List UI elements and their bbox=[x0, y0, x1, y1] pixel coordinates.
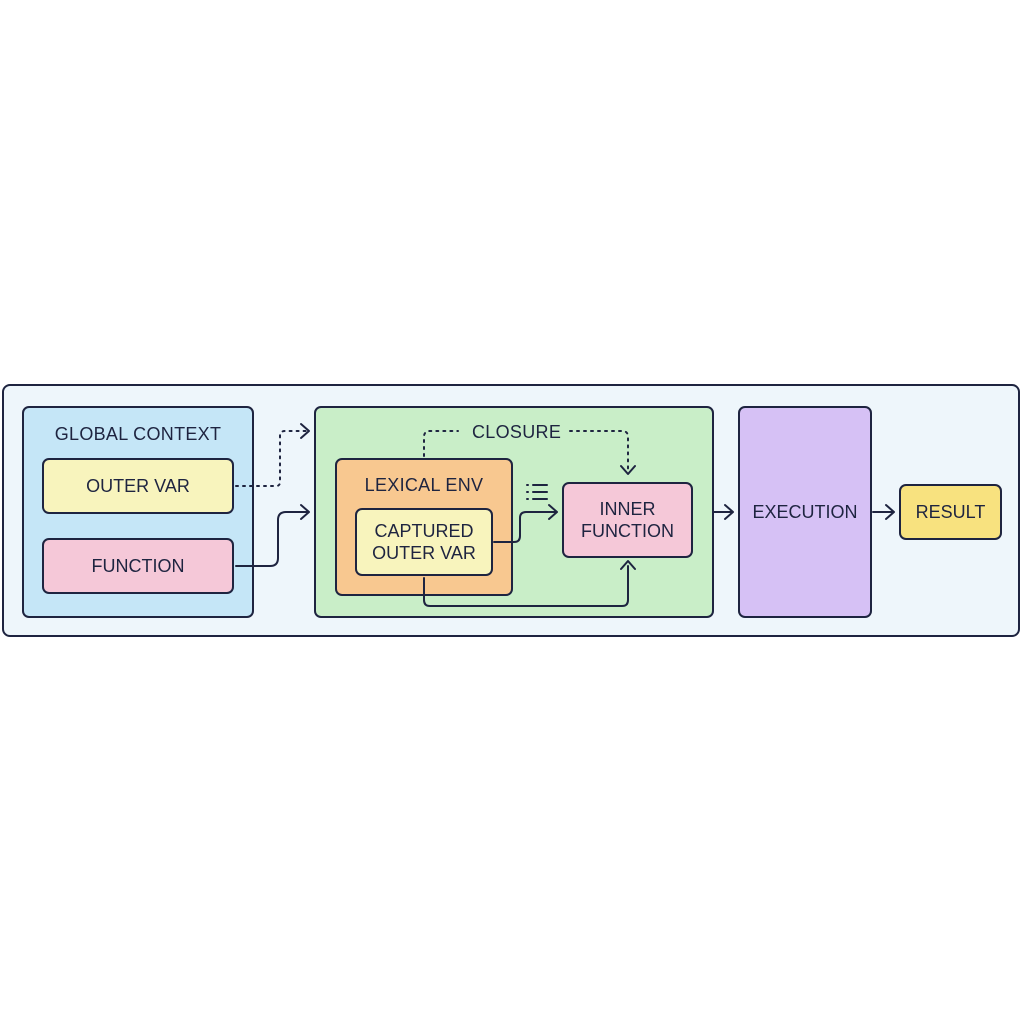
captured-outer-var-node: CAPTURED OUTER VAR bbox=[355, 508, 493, 576]
result-node: RESULT bbox=[899, 484, 1002, 540]
lexical-env-title: LEXICAL ENV bbox=[364, 475, 484, 495]
closure-title: CLOSURE bbox=[464, 421, 570, 443]
global-context-title: GLOBAL CONTEXT bbox=[54, 424, 222, 444]
list-icon bbox=[526, 484, 548, 500]
outer-var-node: OUTER VAR bbox=[42, 458, 234, 514]
inner-function-node: INNER FUNCTION bbox=[562, 482, 693, 558]
function-node: FUNCTION bbox=[42, 538, 234, 594]
execution-node: EXECUTION bbox=[738, 406, 872, 618]
